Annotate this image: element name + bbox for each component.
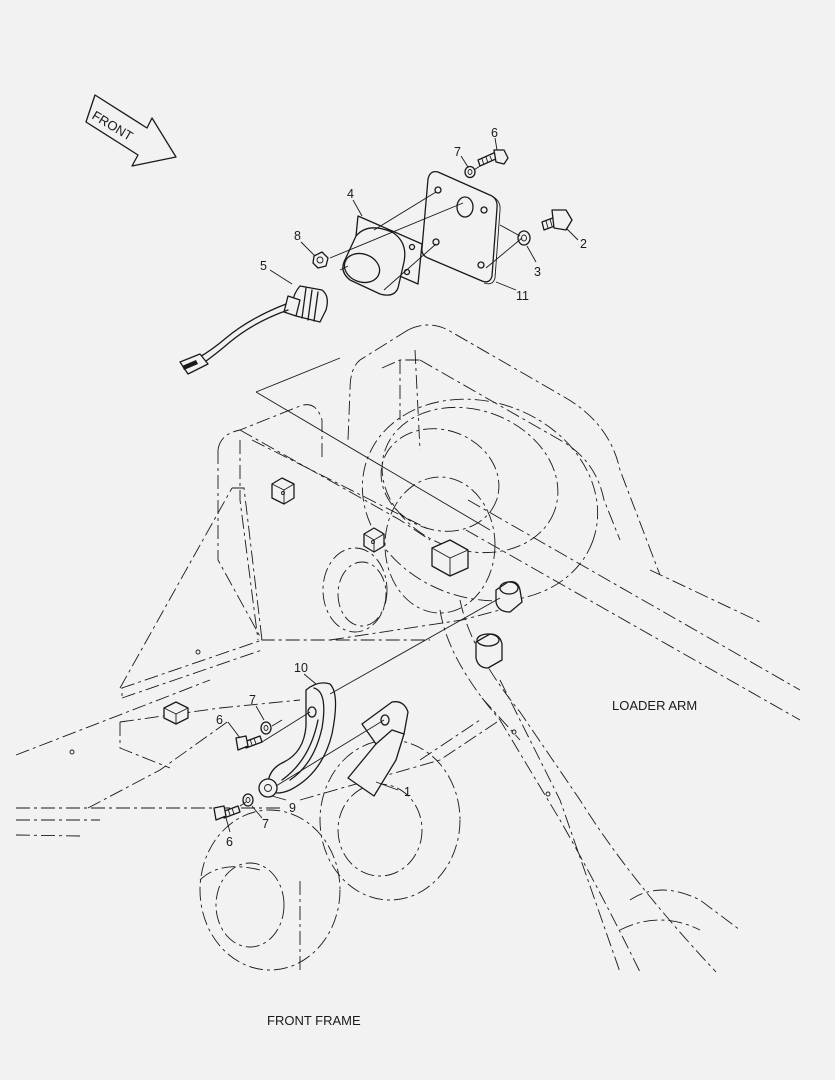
front-frame-label: FRONT FRAME — [267, 1013, 361, 1028]
callout-6-top: 6 — [491, 126, 498, 140]
upper-assembly-lines — [329, 165, 523, 291]
washer-top — [464, 165, 476, 179]
washer-bottom — [242, 793, 254, 807]
mounting-plate — [421, 171, 501, 285]
callout-6-bot: 6 — [226, 835, 233, 849]
callout-leaders-lower — [225, 673, 399, 833]
nut-part-8 — [312, 251, 329, 269]
projection-plane — [255, 357, 491, 531]
proximity-sensor — [179, 285, 328, 375]
front-frame-outline — [15, 404, 551, 970]
target-plate-part-1 — [347, 701, 409, 797]
pivot-bosses — [199, 398, 599, 971]
callout-7-top: 7 — [454, 145, 461, 159]
bolt-bottom — [213, 805, 241, 821]
callout-7-bot: 7 — [262, 817, 269, 831]
callout-11: 11 — [516, 289, 529, 303]
callout-7-mid: 7 — [249, 693, 256, 707]
bolt-mid — [235, 735, 263, 751]
washer-part-3 — [517, 230, 531, 246]
callout-leaders-upper — [269, 137, 579, 291]
washer-part-9 — [258, 778, 278, 798]
lower-assembly-lines — [239, 597, 501, 807]
sensor-bracket-part-10 — [267, 682, 337, 794]
frame-blocks — [163, 477, 469, 725]
loader-arm-label: LOADER ARM — [612, 698, 697, 713]
callout-2: 2 — [580, 237, 587, 251]
bolt-top — [477, 149, 509, 167]
callout-6-mid: 6 — [216, 713, 223, 727]
callout-9: 9 — [289, 801, 296, 815]
callout-4: 4 — [347, 187, 354, 201]
callout-3: 3 — [534, 265, 541, 279]
callout-8: 8 — [294, 229, 301, 243]
callout-5: 5 — [260, 259, 267, 273]
loader-arm-outline — [347, 324, 801, 973]
pin-bosses — [475, 581, 523, 669]
front-direction-arrow: FRONT — [85, 94, 177, 167]
callout-1: 1 — [404, 785, 411, 799]
sensor-housing — [342, 215, 423, 296]
callout-10: 10 — [294, 661, 308, 675]
bolt-part-2 — [541, 209, 573, 231]
washer-mid — [260, 721, 272, 735]
